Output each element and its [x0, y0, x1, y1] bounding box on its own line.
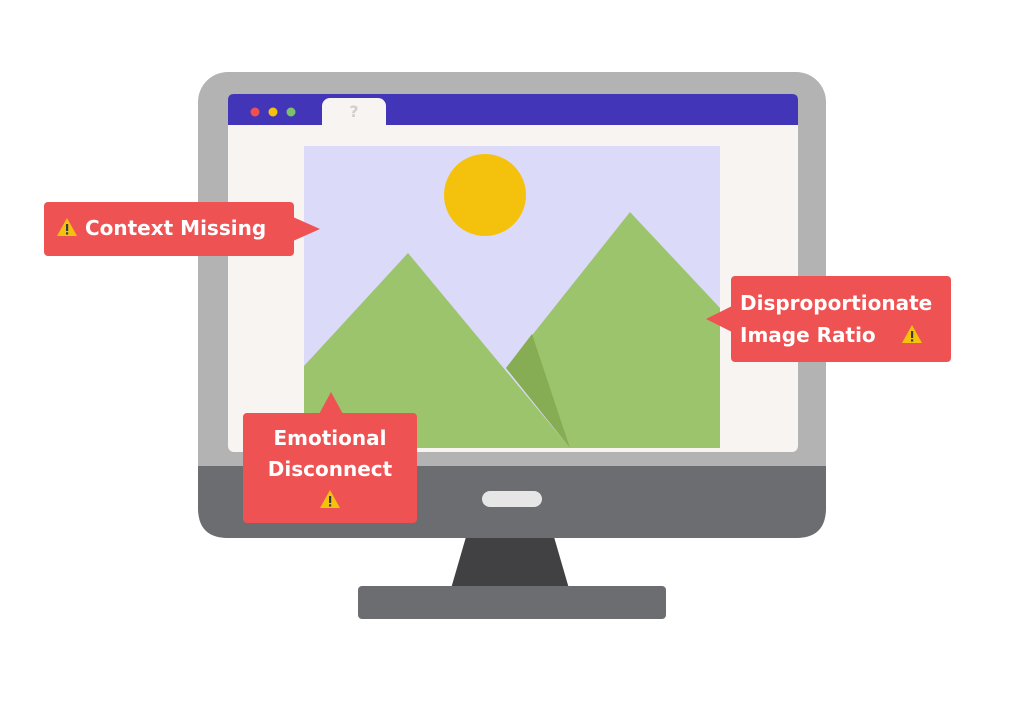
- sun-icon: [444, 154, 526, 236]
- callout-image-ratio-line1: Disproportionate: [740, 291, 933, 315]
- warning-icon: [901, 325, 922, 343]
- callout-context-missing-text: Context Missing: [84, 216, 267, 240]
- monitor-stand-neck: [450, 530, 570, 592]
- callout-context-missing: Context Missing: [44, 202, 294, 256]
- warning-icon: [57, 218, 77, 236]
- green-dot-icon: [286, 107, 296, 117]
- callout-pointer: [318, 392, 344, 416]
- monitor-power-button: [482, 491, 542, 507]
- callout-image-ratio-line2: Image Ratio: [740, 319, 951, 351]
- mountain-right: [506, 212, 720, 448]
- callout-pointer: [706, 306, 732, 332]
- browser-tab[interactable]: ?: [322, 98, 386, 126]
- callout-emotional-disconnect: Emotional Disconnect: [243, 413, 417, 523]
- callout-image-ratio-line2-text: Image Ratio: [740, 323, 876, 347]
- yellow-dot-icon: [268, 107, 278, 117]
- callout-emotional-line1: Emotional: [273, 426, 387, 450]
- callout-image-ratio: Disproportionate Image Ratio: [731, 276, 951, 362]
- mountain-left: [304, 253, 570, 448]
- browser-bar: [228, 94, 798, 125]
- callout-pointer: [293, 217, 320, 241]
- mountain-shadow: [506, 334, 570, 448]
- callout-emotional-line2: Disconnect: [267, 457, 393, 481]
- warning-icon: [320, 490, 340, 508]
- monitor-stand-base: [358, 586, 666, 619]
- red-dot-icon: [250, 107, 260, 117]
